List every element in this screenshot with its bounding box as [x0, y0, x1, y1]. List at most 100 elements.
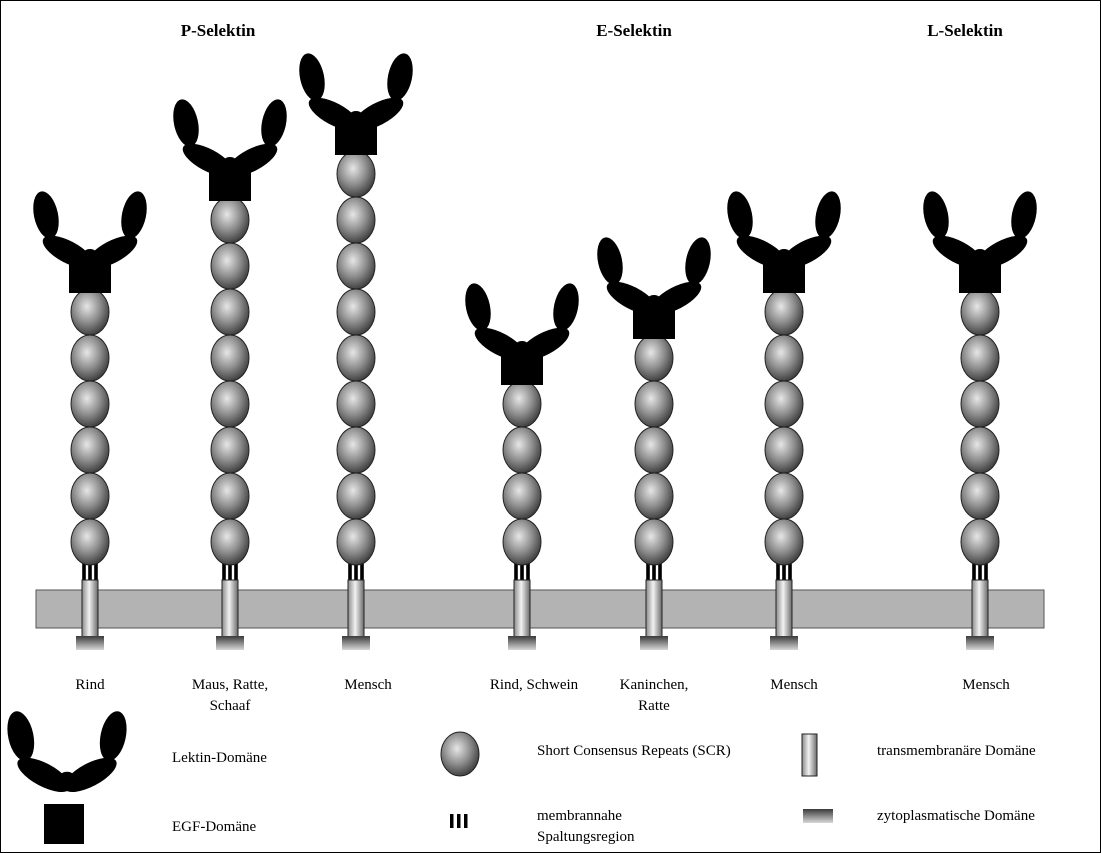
scr-domain — [337, 289, 375, 335]
species-label: Rind — [75, 677, 105, 693]
legend-lectin-label: Lektin-Domäne — [172, 750, 267, 766]
scr-domain — [503, 427, 541, 473]
legend-lectin-icon — [3, 709, 131, 799]
transmembrane-domain — [82, 580, 98, 638]
scr-domain — [337, 473, 375, 519]
scr-domain — [961, 381, 999, 427]
legend-cleavage-label-2: Spaltungsregion — [537, 829, 635, 845]
scr-domain — [765, 335, 803, 381]
legend-cytoplasmic-label: zytoplasmatische Domäne — [877, 808, 1035, 824]
species-labels: Rind Maus, Ratte, Schaaf Mensch Rind, Schwei… — [75, 677, 1010, 714]
scr-domain — [71, 381, 109, 427]
scr-domain — [635, 427, 673, 473]
lectin-domain — [169, 97, 290, 183]
scr-domain — [71, 427, 109, 473]
molecule-3 — [295, 51, 416, 580]
scr-domain — [961, 473, 999, 519]
species-label: Maus, Ratte, — [192, 677, 268, 693]
transmembrane-domain — [646, 580, 662, 638]
scr-domain — [211, 473, 249, 519]
species-label: Schaaf — [210, 698, 251, 714]
species-label: Ratte — [638, 698, 670, 714]
legend-scr-icon — [441, 732, 479, 776]
transmembrane-domain — [972, 580, 988, 638]
lectin-domain — [593, 235, 714, 321]
molecule-4 — [461, 281, 582, 580]
scr-domain — [635, 335, 673, 381]
lectin-domain — [919, 189, 1040, 275]
legend-cytoplasmic-icon — [803, 809, 833, 823]
species-label: Mensch — [962, 677, 1010, 693]
legend-transmembrane-icon — [802, 734, 817, 776]
scr-domain — [71, 289, 109, 335]
lectin-domain — [29, 189, 150, 275]
header-p-selektin: P-Selektin — [181, 21, 256, 40]
molecule-7 — [919, 189, 1040, 580]
scr-domain — [961, 335, 999, 381]
species-label: Mensch — [344, 677, 392, 693]
lectin-domain — [461, 281, 582, 367]
scr-domain — [635, 519, 673, 565]
scr-domain — [337, 427, 375, 473]
scr-domain — [961, 427, 999, 473]
scr-domain — [337, 197, 375, 243]
species-label: Kaninchen, — [620, 677, 689, 693]
scr-domain — [765, 381, 803, 427]
legend-cleavage-label-1: membrannahe — [537, 808, 622, 824]
scr-domain — [71, 473, 109, 519]
molecule-2 — [169, 97, 290, 580]
scr-domain — [635, 473, 673, 519]
scr-domain — [765, 519, 803, 565]
scr-domain — [503, 473, 541, 519]
lectin-domain — [295, 51, 416, 137]
scr-domain — [211, 335, 249, 381]
scr-domain — [961, 519, 999, 565]
scr-domain — [211, 243, 249, 289]
transmembrane-domain — [514, 580, 530, 638]
molecule-6 — [723, 189, 844, 580]
scr-domain — [337, 243, 375, 289]
scr-domain — [961, 289, 999, 335]
scr-domain — [211, 289, 249, 335]
scr-domain — [211, 427, 249, 473]
molecule-1 — [29, 189, 150, 580]
scr-domain — [503, 381, 541, 427]
transmembrane-domain — [776, 580, 792, 638]
species-label: Rind, Schwein — [490, 677, 579, 693]
scr-domain — [503, 519, 541, 565]
molecules-group — [29, 51, 1040, 580]
cytoplasmic-domain — [342, 636, 370, 650]
scr-domain — [211, 381, 249, 427]
cell-membrane — [36, 590, 1044, 628]
scr-domain — [337, 519, 375, 565]
cytoplasmic-domain — [508, 636, 536, 650]
transmembrane-domain — [348, 580, 364, 638]
scr-domain — [71, 335, 109, 381]
legend-egf-icon — [44, 804, 84, 844]
scr-domain — [337, 381, 375, 427]
legend-cleavage-icon — [450, 814, 468, 828]
species-label: Mensch — [770, 677, 818, 693]
scr-domain — [337, 151, 375, 197]
legend-transmembrane-label: transmembranäre Domäne — [877, 743, 1036, 759]
legend-scr-label: Short Consensus Repeats (SCR) — [537, 743, 731, 759]
lectin-domain — [723, 189, 844, 275]
scr-domain — [765, 289, 803, 335]
scr-domain — [765, 473, 803, 519]
cytoplasmic-domain — [770, 636, 798, 650]
legend: Lektin-Domäne EGF-Domäne Short Consensus… — [3, 709, 1036, 845]
cytoplasmic-domain — [966, 636, 994, 650]
header-l-selektin: L-Selektin — [927, 21, 1003, 40]
cytoplasmic-domain — [640, 636, 668, 650]
header-e-selektin: E-Selektin — [596, 21, 672, 40]
scr-domain — [765, 427, 803, 473]
scr-domain — [337, 335, 375, 381]
cytoplasmic-domain — [76, 636, 104, 650]
legend-egf-label: EGF-Domäne — [172, 819, 256, 835]
molecule-5 — [593, 235, 714, 580]
scr-domain — [211, 197, 249, 243]
transmembrane-domain — [222, 580, 238, 638]
scr-domain — [71, 519, 109, 565]
